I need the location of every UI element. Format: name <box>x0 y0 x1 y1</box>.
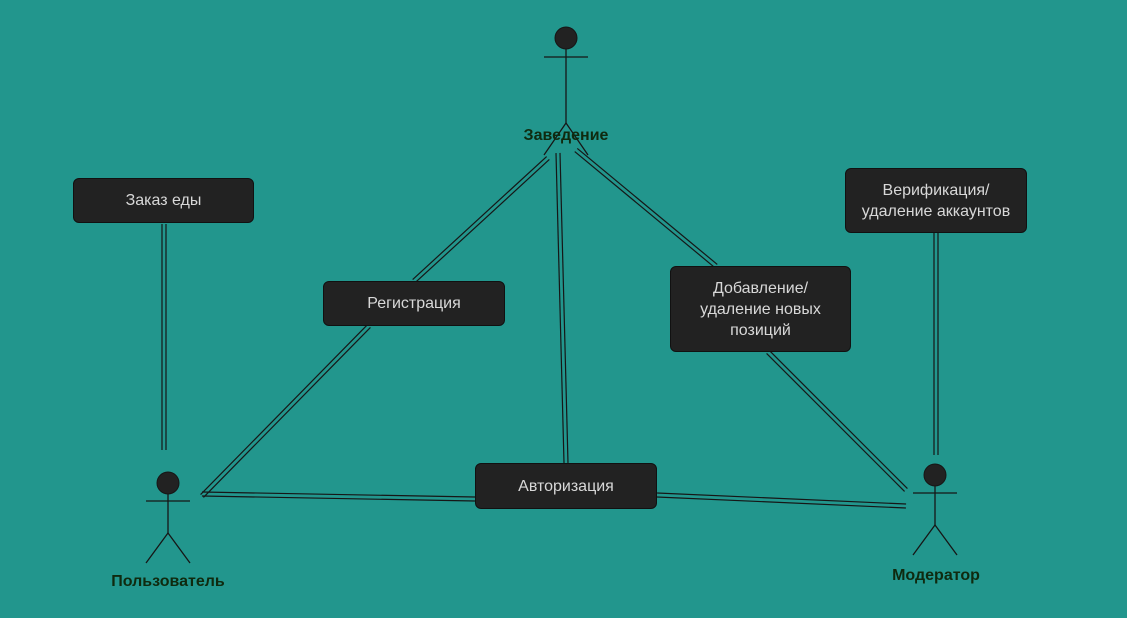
link-venue-registration <box>412 156 550 283</box>
associations <box>161 147 939 509</box>
usecase-verify-delete-accounts[interactable]: Верификация/ удаление аккаунтов <box>845 168 1027 233</box>
link-user-authorization <box>201 491 476 502</box>
link-authorization-moderator <box>656 492 907 509</box>
usecase-authorization[interactable]: Авторизация <box>475 463 657 509</box>
link-venue-authorization <box>555 152 569 464</box>
link-registration-user <box>200 324 371 498</box>
actor-user-figure <box>145 471 191 564</box>
link-verify-moderator <box>933 233 939 455</box>
actor-moderator-label: Модератор <box>892 567 980 584</box>
actor-moderator-figure <box>912 463 958 556</box>
actor-venue-figure <box>543 26 589 156</box>
link-user-food-order <box>161 224 167 450</box>
link-venue-add-remove <box>574 147 718 269</box>
usecase-registration[interactable]: Регистрация <box>323 281 505 326</box>
actor-user-label: Пользователь <box>111 573 225 590</box>
actor-venue-label: Заведение <box>523 127 609 144</box>
usecase-add-remove-items[interactable]: Добавление/ удаление новых позиций <box>670 266 851 352</box>
link-add-remove-moderator <box>766 350 908 492</box>
usecase-food-order[interactable]: Заказ еды <box>73 178 254 223</box>
